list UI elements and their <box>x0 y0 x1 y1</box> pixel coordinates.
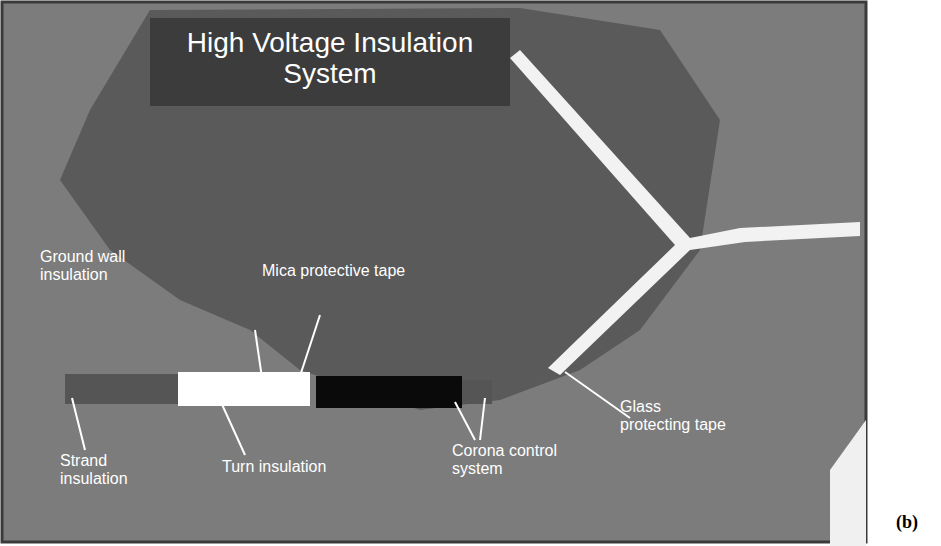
leader-line <box>300 315 320 376</box>
corona-control-edge <box>462 380 492 404</box>
photo-corner <box>830 420 866 546</box>
leader-line <box>220 400 245 455</box>
leader-line <box>255 330 262 378</box>
part-label: Glass protecting tape <box>620 398 730 435</box>
strand-insulation-bar <box>65 374 180 404</box>
part-label: Mica protective tape <box>262 262 432 280</box>
figure-caption: (b) <box>896 512 918 533</box>
leader-line <box>455 402 475 440</box>
photo-frame <box>2 2 866 542</box>
part-label: Ground wall insulation <box>40 248 170 285</box>
part-label: Corona control system <box>452 442 562 479</box>
turn-insulation-bar <box>178 372 310 406</box>
bar-body <box>60 8 720 410</box>
title-text: High Voltage Insulation System <box>160 28 500 90</box>
title-banner <box>150 18 510 106</box>
leader-line <box>480 398 485 440</box>
corona-control-bar <box>316 376 462 408</box>
part-label: Turn insulation <box>222 458 332 476</box>
leader-lines <box>72 315 630 455</box>
glass-tape-strip <box>510 50 860 375</box>
part-label: Strand insulation <box>60 452 170 489</box>
leader-line <box>72 398 85 450</box>
